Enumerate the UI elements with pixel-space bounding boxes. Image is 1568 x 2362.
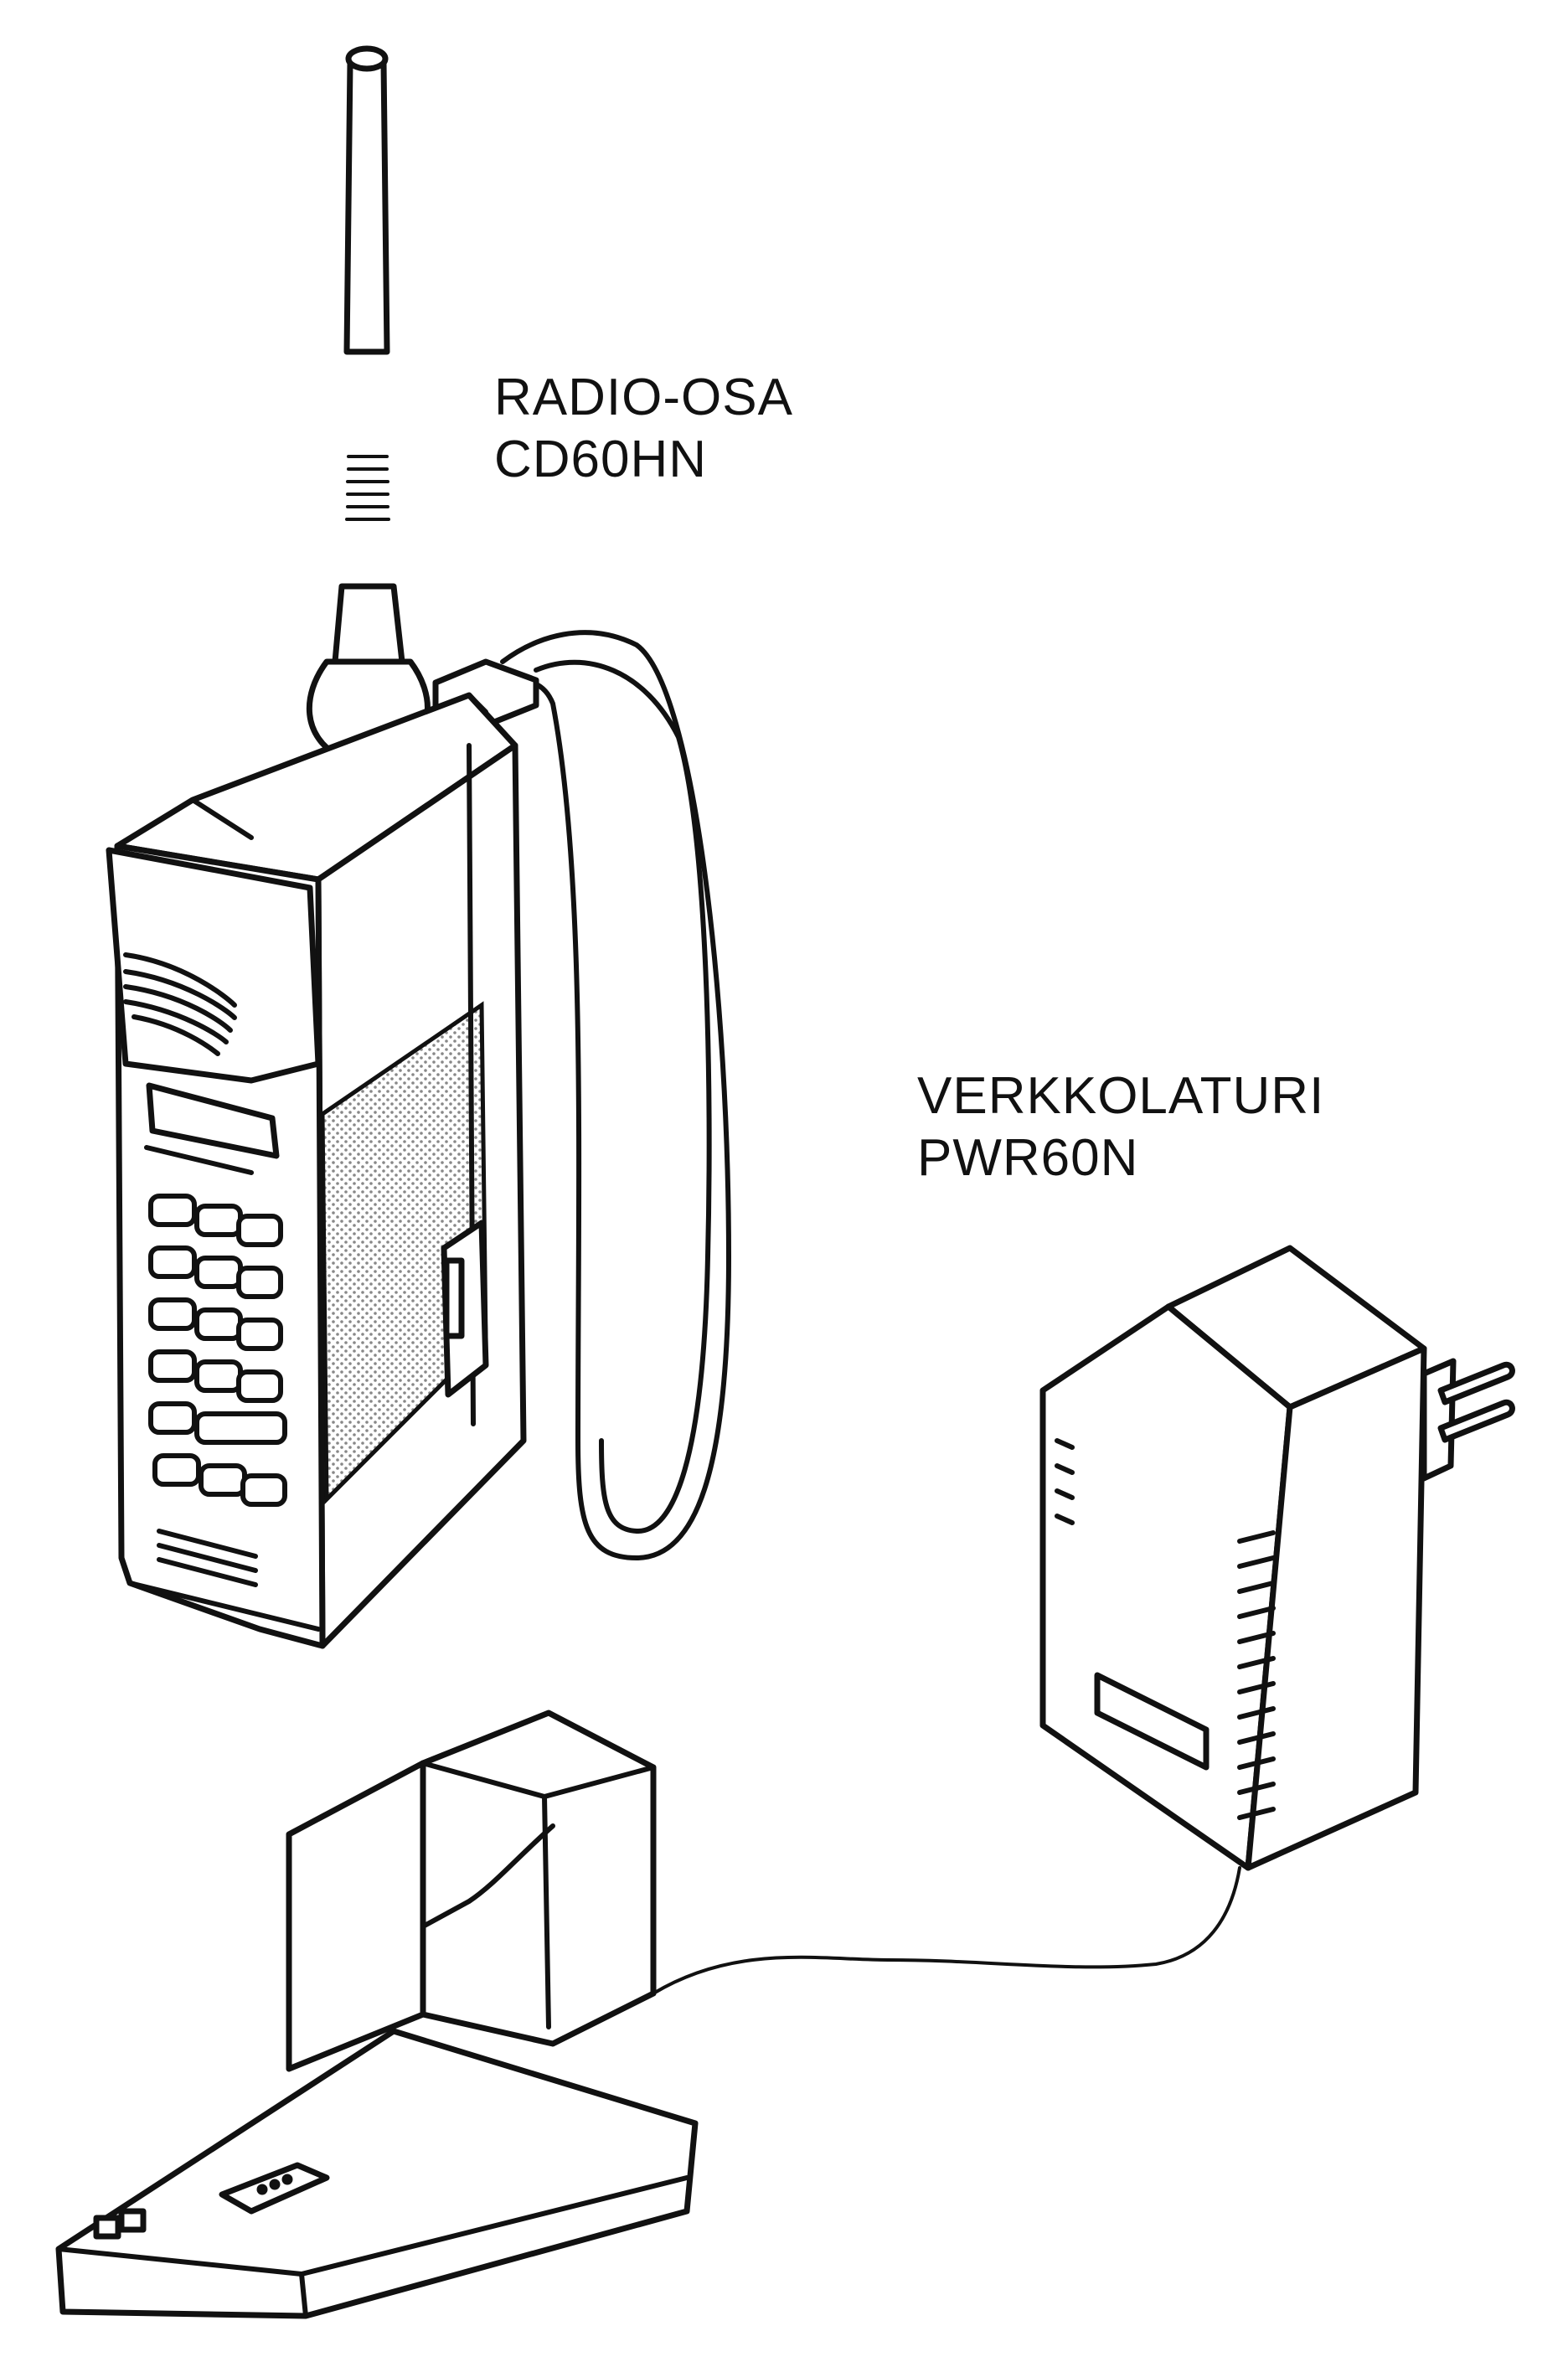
microphone-slots: [157, 1529, 258, 1587]
radio-unit-label-line2: CD60HN: [494, 431, 708, 488]
charger-body-side: [1245, 1345, 1427, 1871]
key: [236, 1369, 283, 1403]
radio-unit-drawing: [106, 45, 731, 1649]
radio-unit-label: RADIO-OSA CD60HN: [494, 367, 793, 491]
key: [194, 1359, 243, 1393]
stand-pocket: [420, 1710, 657, 2047]
key: [152, 1453, 201, 1487]
key: [236, 1266, 283, 1299]
vent-slots-side: [1237, 1530, 1276, 1820]
key: [148, 1194, 197, 1227]
keypad: [148, 1194, 287, 1507]
mains-charger-label-line1: VERKKOLATURI: [917, 1067, 1325, 1125]
stand-base: [55, 2028, 699, 2319]
stand-back-wall-left: [286, 1760, 426, 2072]
key: [148, 1245, 197, 1279]
mains-charger-label: VERKKOLATURI PWR60N: [917, 1065, 1324, 1189]
antenna: [306, 45, 431, 761]
vent-slots-front: [1055, 1438, 1075, 1525]
key: [194, 1411, 287, 1445]
plug-pin-2: [1437, 1399, 1515, 1443]
desk-charger-stand: [55, 1710, 699, 2319]
key: [236, 1214, 283, 1247]
key: [236, 1318, 283, 1351]
rating-label-plate: [1094, 1672, 1210, 1771]
key: [148, 1349, 197, 1383]
key: [148, 1297, 197, 1331]
earpiece-cap: [106, 847, 322, 1084]
key: [148, 1401, 197, 1435]
key: [240, 1473, 287, 1507]
key: [194, 1307, 243, 1341]
power-cable: [652, 1866, 1241, 1995]
mains-charger-label-line2: PWR60N: [917, 1129, 1139, 1187]
mains-charger-drawing: [1039, 1245, 1515, 1871]
display-window: [146, 1082, 280, 1159]
key: [194, 1256, 243, 1289]
key: [199, 1463, 247, 1497]
plug-pin-1: [1437, 1361, 1515, 1405]
key: [194, 1204, 243, 1237]
radio-unit-label-line1: RADIO-OSA: [494, 369, 793, 426]
